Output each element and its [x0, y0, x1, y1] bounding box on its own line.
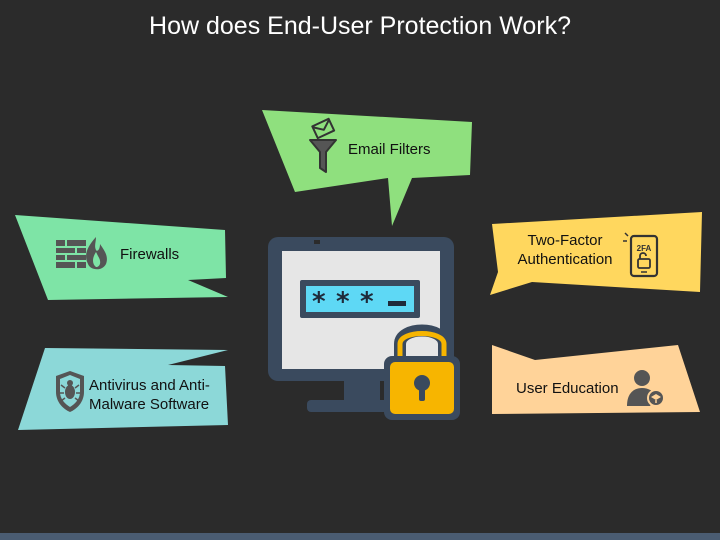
svg-text:*: *	[312, 287, 326, 317]
2fa-text: 2FA	[637, 244, 652, 253]
user-education-icon	[627, 370, 665, 407]
password-field-icon: * * *	[300, 280, 420, 318]
callout-email-filters	[262, 110, 472, 226]
page-title: How does End-User Protection Work?	[149, 12, 571, 40]
svg-text:*: *	[360, 287, 374, 317]
label-two-factor: Two-Factor Authentication	[505, 231, 625, 269]
label-two-factor-line2: Authentication	[517, 251, 613, 268]
label-firewalls: Firewalls	[120, 246, 180, 263]
firewall-icon	[56, 237, 107, 270]
label-user-education: User Education	[516, 380, 619, 397]
svg-text:*: *	[336, 287, 350, 317]
2fa-phone-icon: 2FA	[623, 232, 659, 278]
label-email-filters: Email Filters	[348, 141, 431, 158]
bug-shield-icon	[56, 371, 84, 412]
bottom-accent-bar	[0, 533, 720, 540]
label-antivirus-line1: Antivirus and Anti-	[89, 377, 210, 394]
padlock-icon	[384, 324, 460, 420]
email-filter-icon	[309, 117, 337, 173]
label-antivirus-line2: Malware Software	[89, 396, 210, 413]
label-two-factor-line1: Two-Factor	[527, 232, 603, 249]
label-antivirus: Antivirus and Anti- Malware Software	[89, 376, 239, 414]
callout-firewalls	[15, 215, 228, 300]
callout-two-factor	[490, 212, 702, 295]
